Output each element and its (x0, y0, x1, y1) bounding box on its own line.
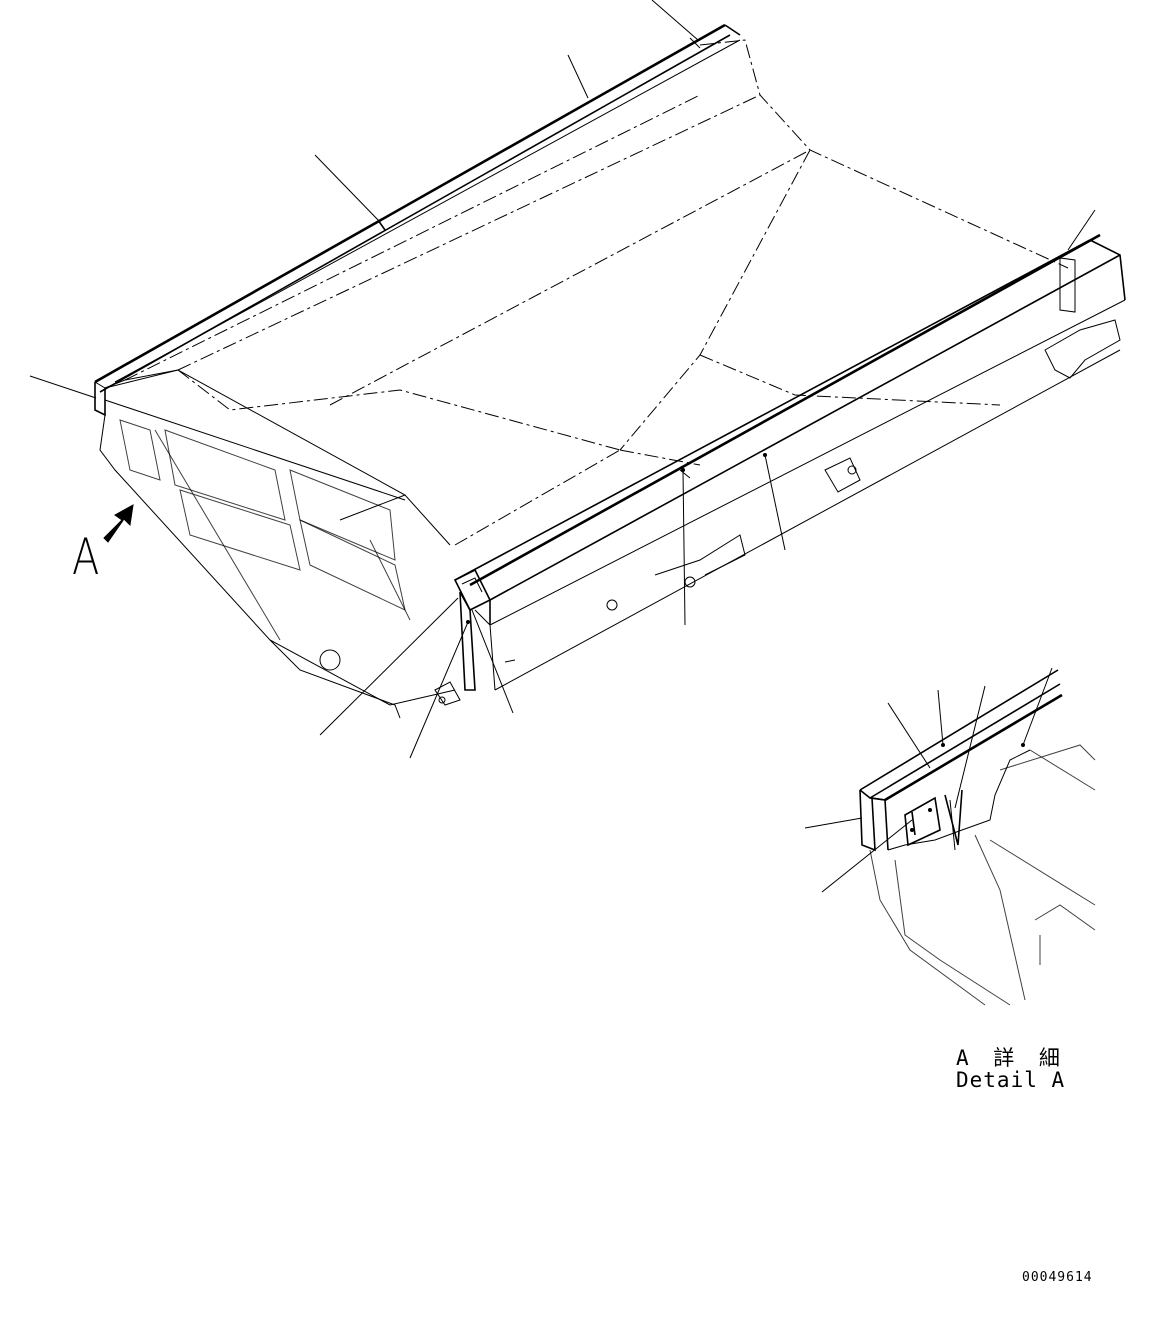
detail-a-structure (859, 669, 1096, 1006)
view-a-label: A (72, 528, 100, 586)
left-top-rail (94, 23, 741, 393)
detail-title-japanese: A 詳 細 (956, 1046, 1066, 1070)
dump-body (29, 0, 1126, 759)
rear-corner-post (453, 568, 496, 691)
view-arrow-icon (103, 504, 134, 543)
drawing-number: 00049614 (1022, 1270, 1093, 1285)
underside-frame (434, 319, 1121, 706)
front-end-structure (94, 369, 456, 719)
detail-a-view (804, 667, 1096, 1006)
right-top-rail (454, 233, 1126, 626)
body-phantom-outline (124, 39, 1069, 546)
leader-lines (29, 0, 1096, 759)
detail-title-english: Detail A (956, 1068, 1066, 1092)
detail-a-leader-lines (804, 667, 1053, 893)
